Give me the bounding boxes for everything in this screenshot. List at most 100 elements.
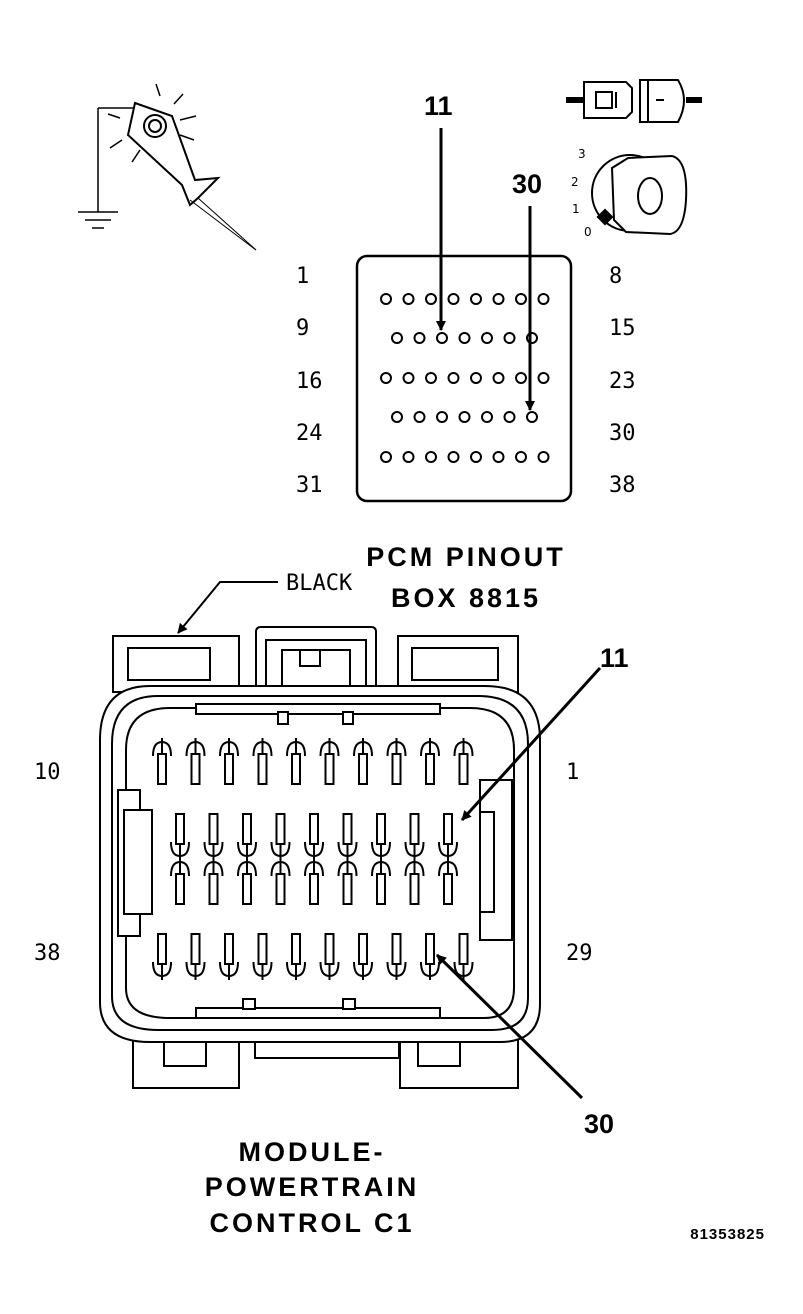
connector-terminal (420, 933, 440, 980)
pin-hole (413, 332, 426, 344)
pinout-right-label-row4: 30 (609, 421, 636, 446)
pinout-box-frame (355, 254, 573, 503)
pin-hole (526, 411, 538, 423)
connector-terminal (270, 858, 291, 905)
connector-terminal (237, 813, 257, 860)
connector-terminal (304, 858, 324, 905)
connector-terminal (438, 813, 458, 860)
connector-terminal (219, 738, 239, 785)
connector-right-bottom-label: 29 (566, 941, 593, 966)
connector-arrow-11 (460, 666, 602, 822)
pin-hole (436, 332, 448, 344)
connector-terminal (453, 933, 474, 980)
pin-hole (447, 372, 460, 384)
ignition-off-icon (566, 79, 702, 123)
pinout-holes (380, 293, 550, 463)
pin-hole (413, 411, 426, 423)
pinout-left-label-row3: 16 (296, 369, 323, 394)
pin-hole (458, 332, 471, 344)
connector-terminal (337, 813, 358, 860)
connector-left-top-label: 10 (34, 760, 61, 785)
pin-hole (537, 372, 550, 384)
pinout-left-label-row5: 31 (296, 473, 323, 498)
connector-terminal (420, 738, 440, 785)
connector-callout-30: 30 (584, 1109, 614, 1139)
pinout-callout-30: 30 (512, 169, 542, 199)
connector-terminal (286, 738, 306, 785)
connector-pins (152, 738, 474, 980)
pin-hole (380, 451, 392, 463)
pin-hole (447, 451, 460, 463)
pin-hole (481, 411, 493, 423)
pin-hole (391, 411, 403, 423)
connector-terminal (453, 738, 474, 785)
pin-hole (380, 293, 392, 305)
connector-terminal (203, 813, 224, 860)
color-label-leader (177, 581, 278, 634)
pin-hole (380, 372, 392, 384)
pin-hole (537, 451, 550, 463)
connector-terminal (152, 738, 172, 785)
key-position-2: 2 (571, 175, 579, 189)
connector-terminal (219, 933, 239, 980)
pin-hole (470, 451, 482, 463)
connector-terminal (152, 933, 172, 980)
connector-terminal (170, 813, 190, 860)
pin-hole (425, 293, 437, 305)
pinout-title-line2: BOX 8815 (391, 583, 541, 613)
connector-title-line1: MODULE- (239, 1137, 386, 1167)
pinout-left-label-row4: 24 (296, 421, 323, 446)
connector-terminal (319, 738, 340, 785)
pin-hole (458, 411, 471, 423)
pin-hole (447, 293, 460, 305)
pinout-title-line1: PCM PINOUT (366, 542, 566, 572)
pinout-right-label-row5: 38 (609, 473, 636, 498)
pinout-right-label-row2: 15 (609, 316, 636, 341)
pin-hole (503, 411, 516, 423)
connector-terminal (353, 738, 373, 785)
pin-hole (481, 332, 493, 344)
key-switch-positions: 3 2 1 0 (571, 147, 592, 239)
connector-terminal (237, 858, 257, 905)
pinout-right-label-row1: 8 (609, 264, 622, 289)
pin-hole (492, 372, 505, 384)
pin-hole (537, 293, 550, 305)
connector-terminal (185, 738, 206, 785)
connector-terminal (286, 933, 306, 980)
figure-number: 81353825 (690, 1226, 765, 1243)
connector-terminal (404, 813, 425, 860)
connector-terminal (371, 858, 391, 905)
connector-terminal (270, 813, 291, 860)
connector-color-label: BLACK (286, 571, 353, 596)
connector-terminal (252, 933, 273, 980)
key-position-1: 1 (572, 202, 580, 216)
connector-terminal (386, 933, 407, 980)
pin-hole (515, 372, 527, 384)
pin-hole (470, 372, 482, 384)
connector-terminal (185, 933, 206, 980)
key-switch-icon (591, 154, 688, 236)
connector-terminal (170, 858, 190, 905)
ground-icon (78, 108, 118, 229)
connector-terminal (353, 933, 373, 980)
pin-hole (515, 451, 527, 463)
connector-left-bottom-label: 38 (34, 941, 61, 966)
connector-terminal (304, 813, 324, 860)
pin-hole (402, 372, 415, 384)
pin-hole (470, 293, 482, 305)
pin-hole (391, 332, 403, 344)
pinout-right-label-row3: 23 (609, 369, 636, 394)
pin-hole (425, 451, 437, 463)
connector-terminal (252, 738, 273, 785)
connector-terminal (404, 858, 425, 905)
pin-hole (425, 372, 437, 384)
pinout-left-label-row1: 1 (296, 264, 309, 289)
connector-terminal (438, 858, 458, 905)
pin-hole (492, 293, 505, 305)
connector-housing (99, 626, 541, 1089)
connector-callout-11: 11 (600, 643, 629, 673)
connector-title-line3: CONTROL C1 (209, 1208, 414, 1238)
connector-title-line2: POWERTRAIN (205, 1172, 420, 1202)
pin-hole (402, 451, 415, 463)
